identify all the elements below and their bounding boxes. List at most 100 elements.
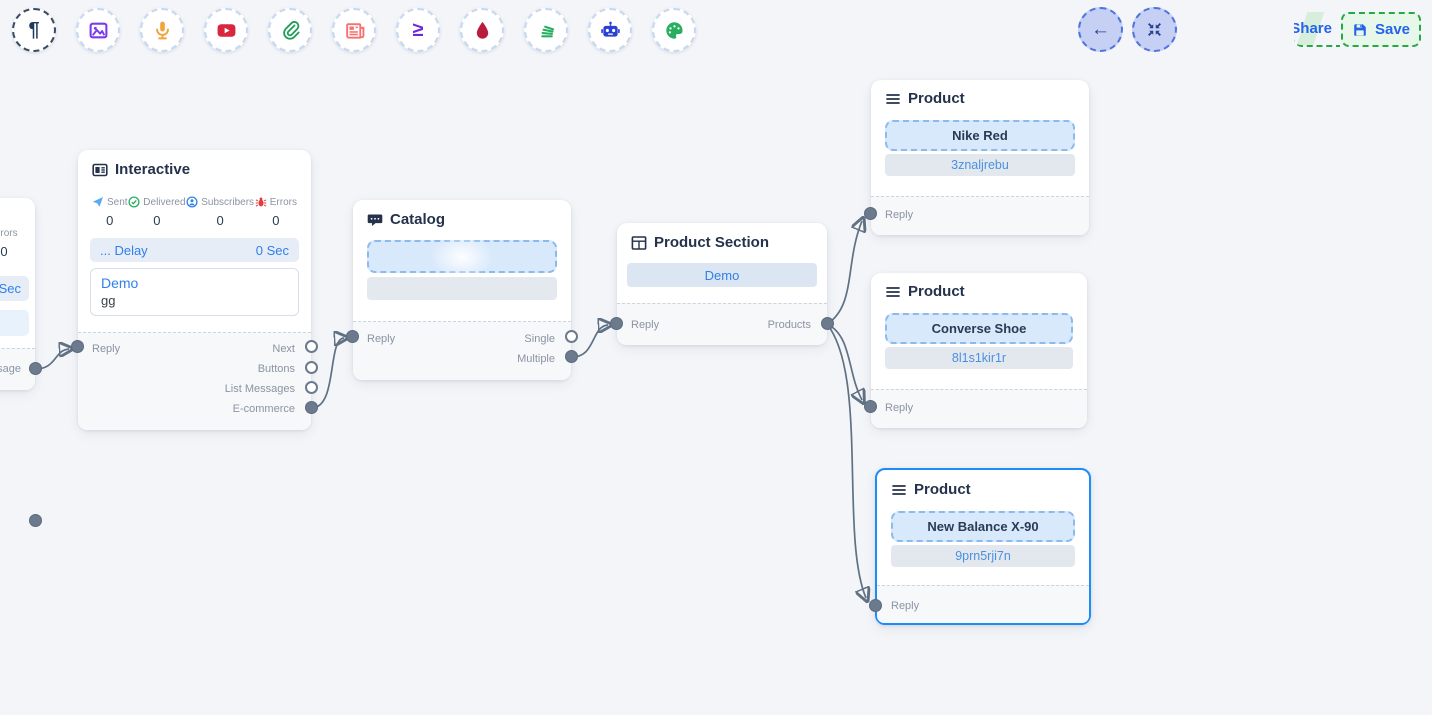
- input-reply-handle[interactable]: [864, 207, 877, 220]
- node-footer: Reply: [877, 585, 1089, 623]
- wire-products-to-product2[interactable]: [826, 323, 862, 400]
- node-footer: Reply: [871, 389, 1087, 428]
- youtube-video-icon: [217, 23, 235, 37]
- output-next-handle[interactable]: [305, 340, 318, 353]
- robot-icon: [600, 21, 620, 37]
- save-button-label: Save: [1374, 21, 1411, 38]
- node-product-section[interactable]: Product Section Demo Reply Products: [610, 223, 834, 345]
- message-preview[interactable]: Demo gg: [90, 268, 299, 316]
- retailer-id-text: 8l1s1kir1r: [951, 351, 1007, 365]
- stat-value: 0: [106, 213, 114, 228]
- retailer-id-text: 3znaljrebu: [951, 158, 1009, 172]
- product-name: Nike Red: [952, 128, 1008, 143]
- output-products-handle[interactable]: [821, 317, 834, 330]
- toolbar-video-button[interactable]: [204, 8, 248, 52]
- image-icon: [89, 22, 107, 38]
- toolbar-theme-button[interactable]: [652, 8, 696, 52]
- input-reply-handle[interactable]: [610, 317, 623, 330]
- output-single-handle[interactable]: [565, 330, 578, 343]
- node-footer: Reply: [871, 196, 1089, 235]
- droplet-icon: [476, 21, 488, 39]
- share-button-fragment[interactable]: Share: [1294, 12, 1340, 47]
- product-retailer-id: 8l1s1kir1r: [885, 347, 1073, 369]
- back-button[interactable]: ←: [1078, 7, 1123, 52]
- input-reply-label: Reply: [631, 319, 660, 331]
- node-product-new-balance[interactable]: Product New Balance X-90 9prn5rji7n Repl…: [869, 468, 1091, 625]
- output-ecommerce-handle[interactable]: [305, 401, 318, 414]
- bug-icon: [255, 197, 267, 207]
- input-reply-handle[interactable]: [346, 330, 359, 343]
- node-title-text: Catalog: [390, 211, 446, 228]
- toolbar-sequence-button[interactable]: ≥: [396, 8, 440, 52]
- node-footer: Reply Single Multiple: [353, 321, 571, 380]
- wire-products-to-product1[interactable]: [826, 221, 862, 325]
- microphone-icon: [155, 21, 169, 39]
- table-icon: [631, 235, 647, 250]
- input-reply-label: Reply: [885, 209, 914, 221]
- product-name-box[interactable]: New Balance X-90: [891, 511, 1075, 542]
- node-message-partial[interactable]: Errors 0 0 Sec Message: [0, 198, 42, 527]
- input-reply-handle[interactable]: [71, 340, 84, 353]
- output-list-messages-handle[interactable]: [305, 381, 318, 394]
- delay-row[interactable]: 0 Sec: [0, 276, 29, 301]
- node-footer: Reply Next Buttons List Messages E-comme…: [78, 332, 311, 430]
- catalog-placeholder-pill: [367, 277, 557, 300]
- stack-icon: [540, 25, 554, 37]
- card-text-icon: [92, 163, 108, 176]
- product-name: New Balance X-90: [927, 519, 1039, 534]
- stat-value: 0: [153, 213, 161, 228]
- node-product-nike-red[interactable]: Product Nike Red 3znaljrebu Reply: [864, 80, 1089, 235]
- output-multiple-label: Multiple: [517, 353, 555, 365]
- compress-icon: [1148, 23, 1161, 36]
- product-name-box[interactable]: Nike Red: [885, 120, 1075, 151]
- node-title: Product: [885, 90, 965, 107]
- toolbar-text-button[interactable]: ¶: [12, 8, 56, 52]
- node-title: Interactive: [92, 161, 190, 178]
- menu-lines-icon: [886, 93, 900, 104]
- paper-plane-icon: [92, 197, 103, 207]
- toolbar-attachment-button[interactable]: [268, 8, 312, 52]
- stat-label: Errors: [269, 196, 297, 208]
- menu-lines-icon: [886, 286, 900, 297]
- output-products-label: Products: [767, 319, 811, 331]
- toolbar-bot-button[interactable]: [588, 8, 632, 52]
- toolbar-news-button[interactable]: [332, 8, 376, 52]
- input-reply-label: Reply: [367, 333, 396, 345]
- fit-view-button[interactable]: [1132, 7, 1177, 52]
- stat-subscribers: Subscribers 0: [186, 196, 254, 228]
- input-reply-label: Reply: [891, 600, 920, 612]
- stat-label: Delivered: [143, 196, 186, 208]
- toolbar-image-button[interactable]: [76, 8, 120, 52]
- wire-ecommerce-to-catalog[interactable]: [310, 338, 344, 409]
- node-catalog[interactable]: Catalog Reply Single Multiple: [346, 200, 578, 380]
- toolbar-stack-button[interactable]: [524, 8, 568, 52]
- output-message-handle[interactable]: [29, 514, 42, 527]
- output-message-handle[interactable]: [29, 362, 42, 375]
- output-buttons-handle[interactable]: [305, 361, 318, 374]
- newspaper-icon: [345, 22, 364, 39]
- save-button[interactable]: Save: [1341, 12, 1421, 47]
- chat-dots-icon: [367, 214, 383, 226]
- message-preview-pill[interactable]: [0, 310, 29, 336]
- toolbar-droplet-button[interactable]: [460, 8, 504, 52]
- catalog-drop-area[interactable]: [367, 234, 557, 280]
- node-interactive[interactable]: Interactive Sent 0 Delivered 0 Subscribe…: [71, 150, 318, 430]
- input-reply-label: Reply: [92, 343, 121, 355]
- node-product-converse[interactable]: Product Converse Shoe 8l1s1kir1r Reply: [864, 273, 1087, 428]
- input-reply-handle[interactable]: [869, 599, 882, 612]
- product-name-box[interactable]: Converse Shoe: [885, 313, 1073, 344]
- delay-value: 0 Sec: [0, 281, 21, 296]
- output-multiple-handle[interactable]: [565, 350, 578, 363]
- share-button-label: Share: [1294, 20, 1332, 37]
- delay-label: ... Delay: [100, 242, 148, 258]
- section-name-pill[interactable]: Demo: [627, 263, 817, 287]
- delay-row[interactable]: ... Delay 0 Sec: [90, 238, 299, 262]
- input-reply-handle[interactable]: [864, 400, 877, 413]
- output-single-label: Single: [524, 333, 555, 345]
- toolbar-audio-button[interactable]: [140, 8, 184, 52]
- palette-icon: [665, 21, 683, 39]
- node-title: Product: [891, 481, 971, 498]
- node-title-text: Product: [908, 90, 965, 107]
- stats-row: Sent 0 Delivered 0 Subscribers 0 Errors …: [86, 196, 303, 228]
- wire-products-to-product3[interactable]: [826, 323, 866, 598]
